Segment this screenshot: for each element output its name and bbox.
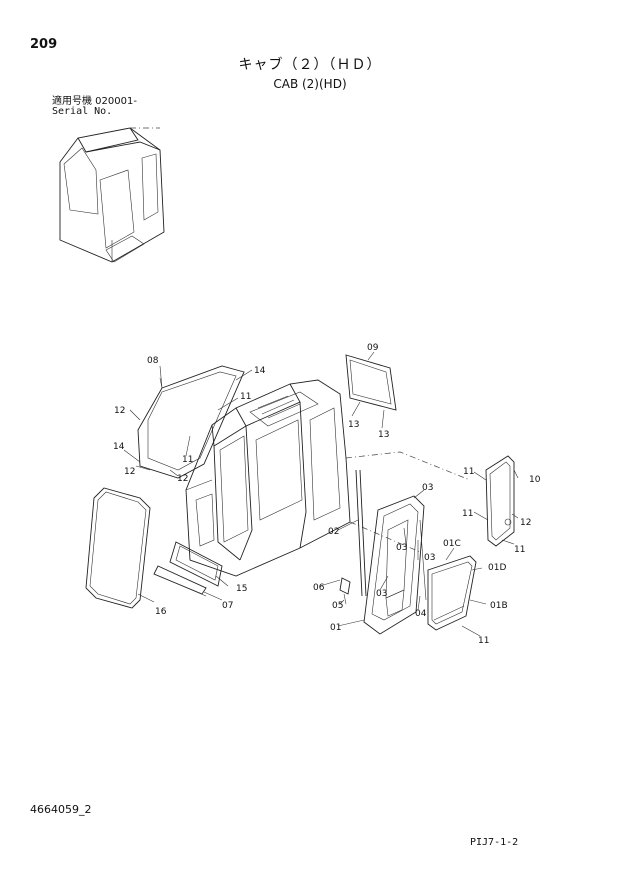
serial-label-japanese: 適用号機 020001- <box>52 96 137 107</box>
callout-14: 14 <box>113 442 125 452</box>
callout-11: 11 <box>182 455 193 465</box>
main-cab-frame <box>185 379 471 577</box>
callout-01B: 01B <box>490 601 508 611</box>
leader-lines <box>123 351 519 637</box>
page-number: 209 <box>30 37 58 52</box>
callout-13: 13 <box>348 420 359 430</box>
callout-03: 03 <box>376 589 387 599</box>
callout-01D: 01D <box>488 563 506 573</box>
callout-03: 03 <box>422 483 433 493</box>
callout-06: 06 <box>313 583 325 593</box>
callout-01C: 01C <box>443 539 461 549</box>
callout-01: 01 <box>330 623 341 633</box>
part-09-rear-window <box>345 354 397 411</box>
callout-12: 12 <box>124 467 135 477</box>
callout-15: 15 <box>236 584 247 594</box>
reference-code: PIJ7-1-2 <box>470 837 519 848</box>
part-02-door-seal <box>355 469 367 597</box>
callout-12: 12 <box>520 518 531 528</box>
callout-04: 04 <box>415 609 427 619</box>
callout-05: 05 <box>332 601 343 611</box>
callout-labels: 08 14 11 12 11 14 12 12 09 13 13 16 15 0… <box>113 343 541 646</box>
callout-11: 11 <box>478 636 489 646</box>
callout-08: 08 <box>147 356 159 366</box>
part-05-06-latch <box>339 577 351 605</box>
reference-cab-thumbnail <box>59 127 165 263</box>
serial-label-english: Serial No. <box>52 106 113 117</box>
callout-03: 03 <box>424 553 435 563</box>
part-15-07-lower-glass <box>153 541 223 597</box>
callout-14: 14 <box>254 366 266 376</box>
callout-12: 12 <box>114 406 125 416</box>
callout-10: 10 <box>529 475 541 485</box>
part-16-windshield-seal <box>85 487 151 609</box>
part-01C-01D-01B-door-glass <box>427 555 477 631</box>
callout-02: 02 <box>328 527 339 537</box>
callout-11: 11 <box>463 467 474 477</box>
callout-07: 07 <box>222 601 233 611</box>
part-01-door <box>363 495 427 635</box>
part-10-side-glass <box>485 455 515 547</box>
callout-11: 11 <box>514 545 525 555</box>
page-title-english: CAB (2)(HD) <box>273 77 347 91</box>
document-number: 4664059_2 <box>30 803 92 816</box>
callout-13: 13 <box>378 430 389 440</box>
callout-09: 09 <box>367 343 379 353</box>
callout-11: 11 <box>462 509 473 519</box>
callout-12: 12 <box>177 474 188 484</box>
callout-03: 03 <box>396 543 407 553</box>
callout-16: 16 <box>155 607 167 617</box>
page-title-japanese: キャブ（２）（ＨＤ） <box>238 57 382 73</box>
callout-11: 11 <box>240 392 251 402</box>
